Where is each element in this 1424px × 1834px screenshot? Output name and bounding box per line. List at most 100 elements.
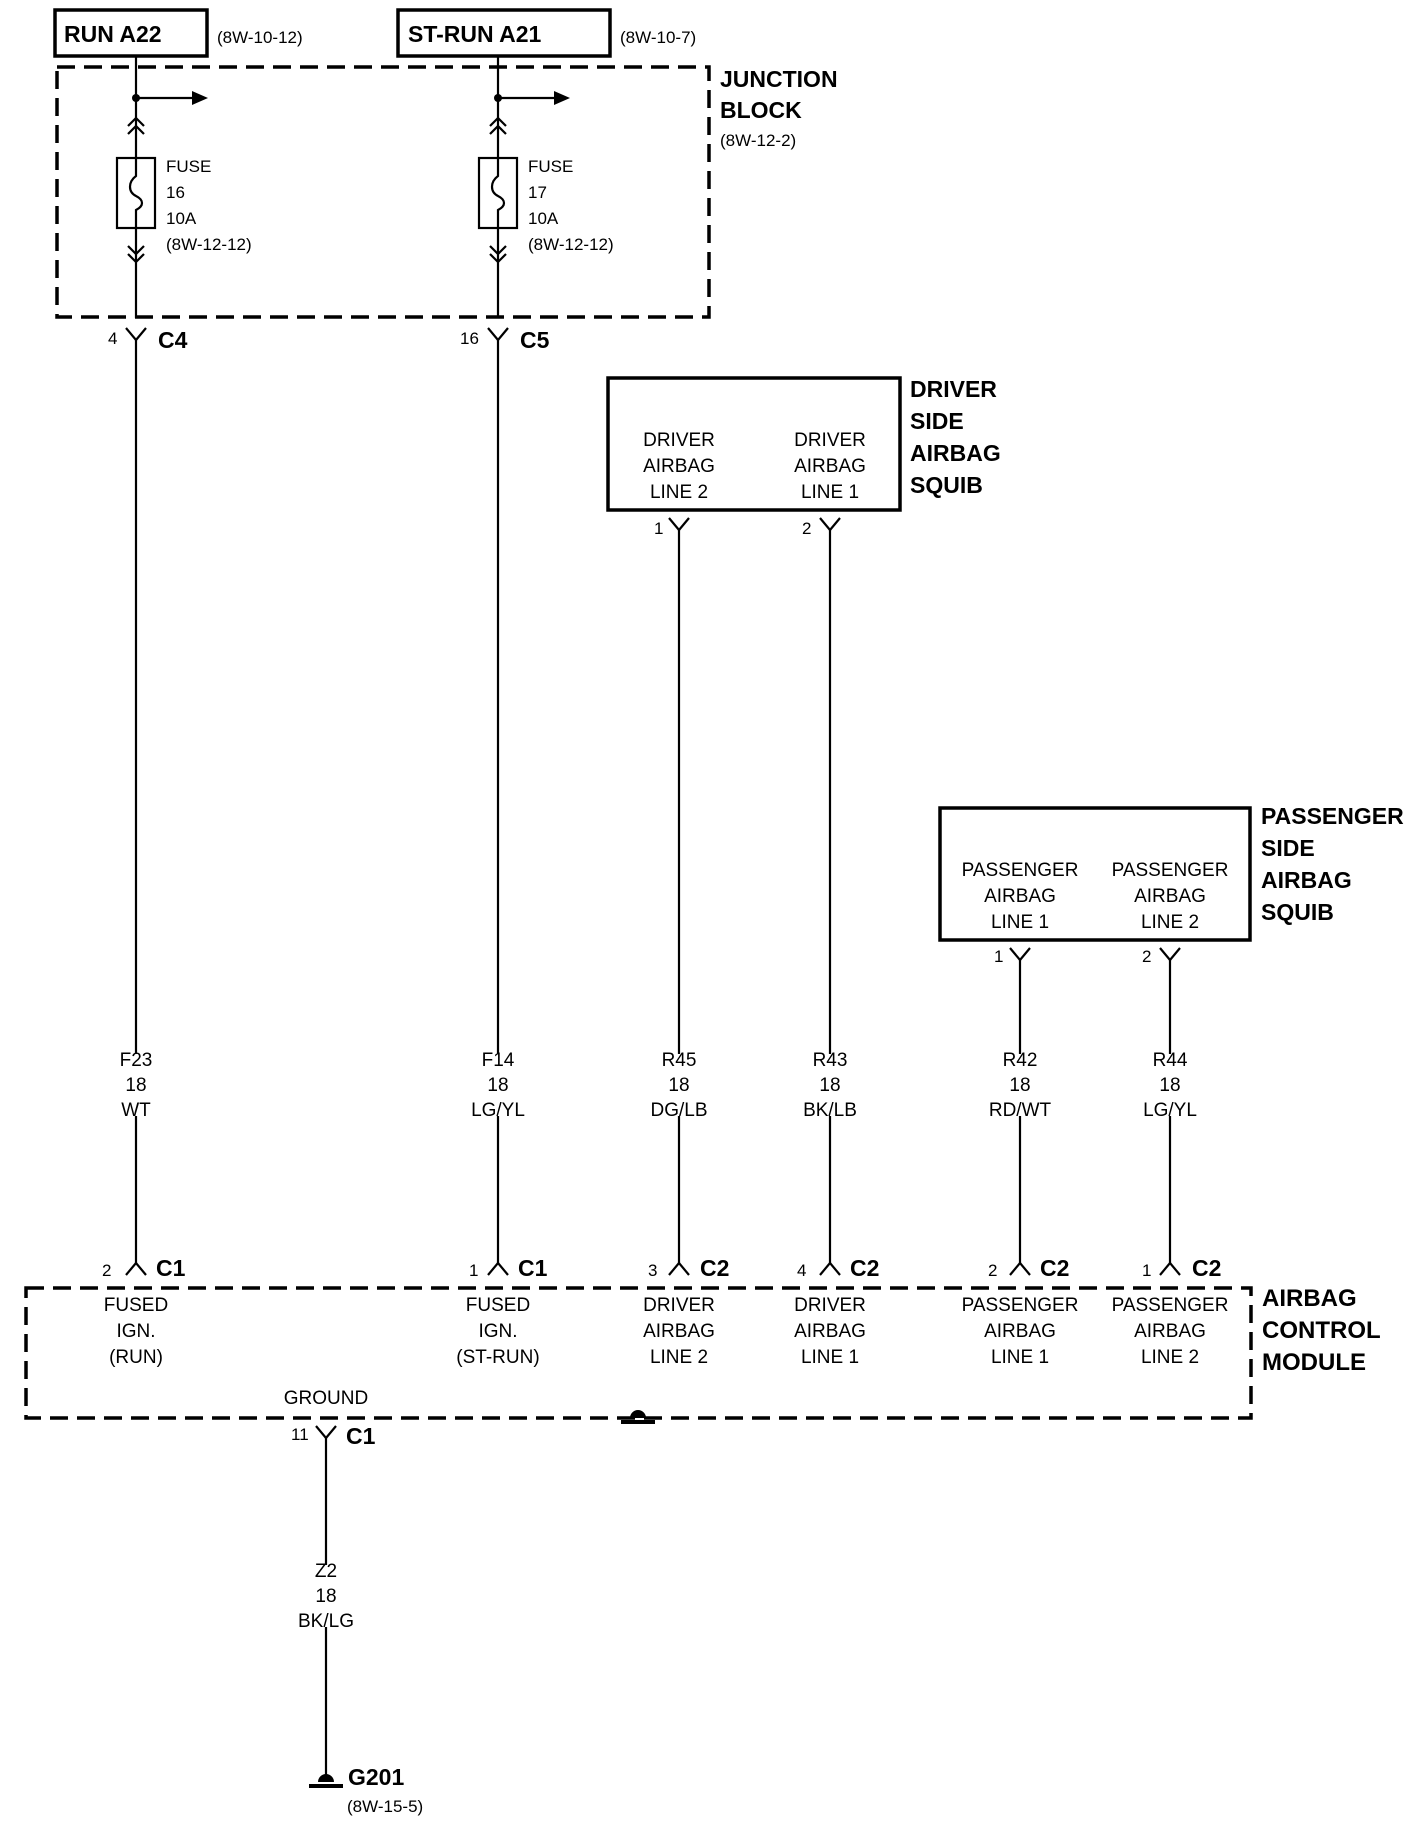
connector-c4: 4 C4 [108,327,188,353]
pin-number: 4 [797,1261,806,1280]
wire-label-r44: R44 18 LG/YL [1130,1050,1210,1121]
wire-circuit: F23 [120,1050,153,1071]
wire-gauge: 18 [487,1075,508,1096]
squib-pin-label: AIRBAG [1134,886,1206,907]
connector-id: C1 [156,1255,186,1281]
case-ground-icon [621,1410,655,1424]
squib-title: SQUIB [910,472,983,498]
arrow-right-icon [554,91,570,105]
connector-id: C2 [1040,1255,1069,1281]
module-connector: 1 C2 [1142,1255,1221,1281]
squib-title: SQUIB [1261,899,1334,925]
module-title: AIRBAG [1262,1285,1357,1312]
module-ground-label: GROUND [284,1388,368,1409]
wire-gauge: 18 [315,1586,336,1607]
source-st-run-a21: ST-RUN A21 (8W-10-7) [396,8,696,58]
fuse-17-branch: FUSE 17 10A (8W-12-12) [477,56,614,318]
connector-id: C2 [1192,1255,1221,1281]
squib-pin-label: DRIVER [643,430,715,451]
wire-gauge: 18 [668,1075,689,1096]
junction-block-title: JUNCTION [720,66,838,92]
fuse-label: FUSE [528,157,573,176]
squib-pin-label: PASSENGER [1112,860,1229,881]
squib-pin-label: DRIVER [794,430,866,451]
ground-point-g201: G201 (8W-15-5) [309,1764,423,1816]
wire-label-r43: R43 18 BK/LB [790,1050,870,1121]
module-pin-label: IGN. [116,1321,155,1342]
wire-label-r42: R42 18 RD/WT [980,1050,1060,1121]
squib-title: SIDE [1261,835,1315,861]
module-pin-label: DRIVER [794,1295,866,1316]
pin-number: 16 [460,329,479,348]
connector-id: C2 [700,1255,729,1281]
pin-number: 2 [988,1261,997,1280]
wire-gauge: 18 [125,1075,146,1096]
module-pin-label: (RUN) [109,1347,163,1368]
wire-gauge: 18 [1009,1075,1030,1096]
pin-number: 1 [994,947,1003,966]
module-connector: 3 C2 [648,1255,729,1281]
ground-icon [309,1774,343,1788]
pin-number: 3 [648,1261,657,1280]
fuse-label: 16 [166,183,185,202]
fuse-label: 17 [528,183,547,202]
connector-id: C1 [518,1255,548,1281]
module-connector: 1 C1 [469,1255,548,1281]
pin-number: 1 [1142,1261,1151,1280]
squib-pin-label: LINE 2 [650,482,708,503]
wire-color: WT [121,1100,151,1121]
driver-airbag-squib: DRIVER AIRBAG LINE 2 DRIVER AIRBAG LINE … [606,376,1001,538]
module-pin-label: LINE 2 [650,1347,708,1368]
module-pin-label: AIRBAG [794,1321,866,1342]
fuse-label: 10A [528,209,559,228]
wire-circuit: Z2 [315,1561,337,1582]
wire-gauge: 18 [819,1075,840,1096]
squib-title: AIRBAG [1261,867,1352,893]
wire-color: DG/LB [650,1100,707,1121]
junction-block: JUNCTION BLOCK (8W-12-2) [55,65,838,319]
squib-title: PASSENGER [1261,803,1404,829]
squib-title: DRIVER [910,376,997,402]
module-pin-label: AIRBAG [643,1321,715,1342]
passenger-airbag-squib: PASSENGER AIRBAG LINE 1 PASSENGER AIRBAG… [938,803,1404,966]
squib-pin-label: AIRBAG [794,456,866,477]
source-ref: (8W-10-7) [620,28,696,47]
fuse-label: FUSE [166,157,211,176]
wire-circuit: R45 [662,1050,697,1071]
wire-color: LG/YL [1143,1100,1197,1121]
module-connector: 2 C2 [988,1255,1069,1281]
module-pin-label: FUSED [104,1295,168,1316]
fuse-label: (8W-12-12) [166,235,252,254]
module-title: CONTROL [1262,1317,1381,1344]
pin-number: 2 [1142,947,1151,966]
pin-number: 4 [108,329,117,348]
source-ref: (8W-10-12) [217,28,303,47]
squib-pin-label: PASSENGER [962,860,1079,881]
ground-connector: 11 C1 [291,1423,376,1449]
wire-label-f14: F14 18 LG/YL [458,1050,538,1121]
connector-id: C2 [850,1255,879,1281]
squib-title: AIRBAG [910,440,1001,466]
wire-circuit: R42 [1003,1050,1038,1071]
wire-label-f23: F23 18 WT [106,1050,166,1121]
pin-number: 2 [102,1261,111,1280]
source-name: RUN A22 [64,21,162,47]
wire-color: BK/LG [298,1611,354,1632]
squib-pin-label: LINE 1 [991,912,1049,933]
connector-id: C1 [346,1423,376,1449]
connector-id: C4 [158,327,188,353]
connector-id: C5 [520,327,550,353]
junction-block-ref: (8W-12-2) [720,131,796,150]
fuse-16-branch: FUSE 16 10A (8W-12-12) [115,56,252,318]
module-pin-label: LINE 1 [801,1347,859,1368]
wire-color: RD/WT [989,1100,1052,1121]
module-pin-label: LINE 1 [991,1347,1049,1368]
module-pin-label: AIRBAG [1134,1321,1206,1342]
wire-circuit: F14 [482,1050,515,1071]
ground-name: G201 [348,1764,404,1790]
module-pin-label: (ST-RUN) [456,1347,539,1368]
squib-pin-label: LINE 2 [1141,912,1199,933]
wire-circuit: R43 [813,1050,848,1071]
module-pin-label: IGN. [478,1321,517,1342]
